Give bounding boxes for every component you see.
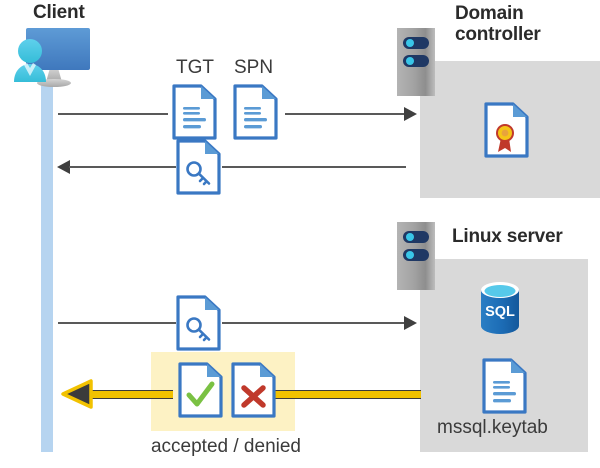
flow4-line-left	[88, 390, 173, 399]
accepted-document-icon	[178, 362, 223, 418]
tgt-document-icon	[172, 84, 217, 140]
flow2-arrowhead	[57, 160, 70, 174]
flow1-arrowhead	[404, 107, 417, 121]
denied-document-icon	[231, 362, 276, 418]
certificate-document-icon	[484, 102, 529, 158]
client-title: Client	[33, 2, 85, 23]
flow4-arrowhead	[61, 379, 93, 409]
client-workstation-icon	[6, 24, 98, 96]
sql-database-icon: SQL	[476, 281, 524, 337]
flow2-line-left	[69, 166, 176, 168]
verdict-label: accepted / denied	[150, 436, 301, 457]
domain-controller-rack-icon	[397, 28, 435, 96]
svg-text:SQL: SQL	[485, 304, 515, 320]
flow1-line-left	[58, 113, 168, 115]
spn-label: SPN	[234, 57, 274, 78]
flow3-line-left	[58, 322, 176, 324]
flow3-line-right	[222, 322, 405, 324]
service-key-document-icon	[176, 295, 221, 351]
linux-server-title: Linux server	[452, 226, 563, 247]
keytab-document-icon	[482, 358, 527, 414]
keytab-label: mssql.keytab	[437, 417, 548, 438]
linux-server-rack-icon	[397, 222, 435, 290]
flow1-line-right	[285, 113, 405, 115]
ticket-key-document-icon	[176, 139, 221, 195]
tgt-label: TGT	[176, 57, 214, 78]
flow3-arrowhead	[404, 316, 417, 330]
flow2-line-right	[222, 166, 406, 168]
domain-controller-title: Domain controller	[455, 3, 541, 46]
spn-document-icon	[233, 84, 278, 140]
client-lifeline	[41, 84, 53, 452]
flow4-line-right	[273, 390, 421, 399]
